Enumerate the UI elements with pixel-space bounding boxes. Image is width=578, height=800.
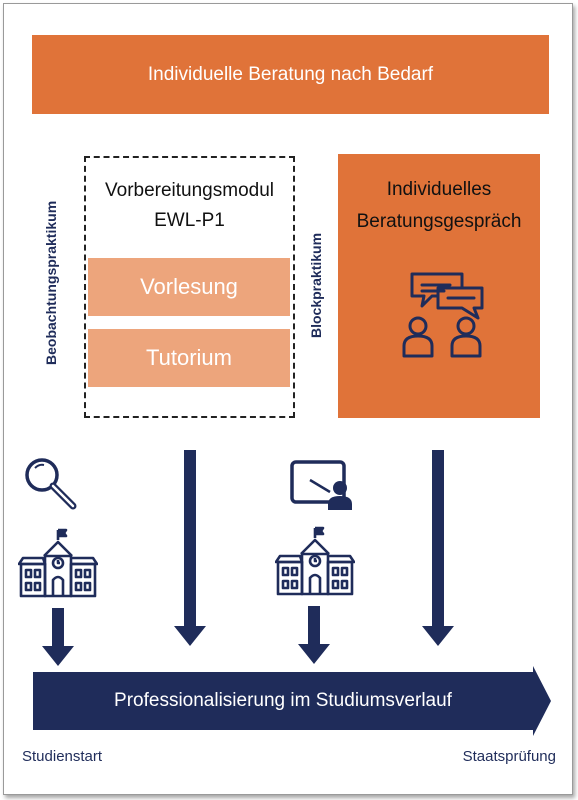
- top-banner: Individuelle Beratung nach Bedarf: [32, 35, 549, 114]
- blockpraktikum-label: Blockpraktikum: [308, 232, 324, 338]
- beobachtungspraktikum-label: Beobachtungspraktikum: [43, 200, 59, 365]
- module-title-line1: Vorbereitungsmodul: [105, 180, 274, 201]
- consultation-title-line1: Individuelles: [386, 179, 492, 200]
- preparation-module-box: Vorbereitungsmodul EWL-P1: [84, 156, 295, 418]
- module-title: Vorbereitungsmodul EWL-P1: [86, 176, 293, 236]
- arrow-down-icon: [298, 606, 330, 664]
- conversation-people-icon: [402, 272, 484, 358]
- consultation-title: Individuelles Beratungsgespräch: [338, 174, 540, 238]
- search-icon: [25, 458, 77, 510]
- top-banner-label: Individuelle Beratung nach Bedarf: [147, 63, 434, 85]
- arrow-down-icon: [42, 608, 74, 666]
- timeline-arrow: [33, 666, 551, 736]
- tutorium-label: Tutorium: [146, 345, 232, 370]
- module-title-line2: EWL-P1: [154, 210, 225, 231]
- school-building-icon: [275, 526, 355, 596]
- arrow-down-icon: [174, 450, 206, 646]
- consultation-box: Individuelles Beratungsgespräch: [338, 154, 540, 418]
- arrow-down-icon: [422, 450, 454, 646]
- state-exam-label: Staatsprüfung: [462, 748, 556, 765]
- timeline-label: Professionalisierung im Studiumsverlauf: [114, 690, 452, 711]
- study-start-label: Studienstart: [22, 748, 103, 765]
- vorlesung-box: Vorlesung: [88, 258, 290, 316]
- tutorium-box: Tutorium: [88, 329, 290, 387]
- teacher-board-icon: [290, 460, 352, 510]
- vorlesung-label: Vorlesung: [140, 274, 238, 299]
- school-building-icon: [18, 528, 98, 598]
- consultation-title-line2: Beratungsgespräch: [356, 211, 522, 232]
